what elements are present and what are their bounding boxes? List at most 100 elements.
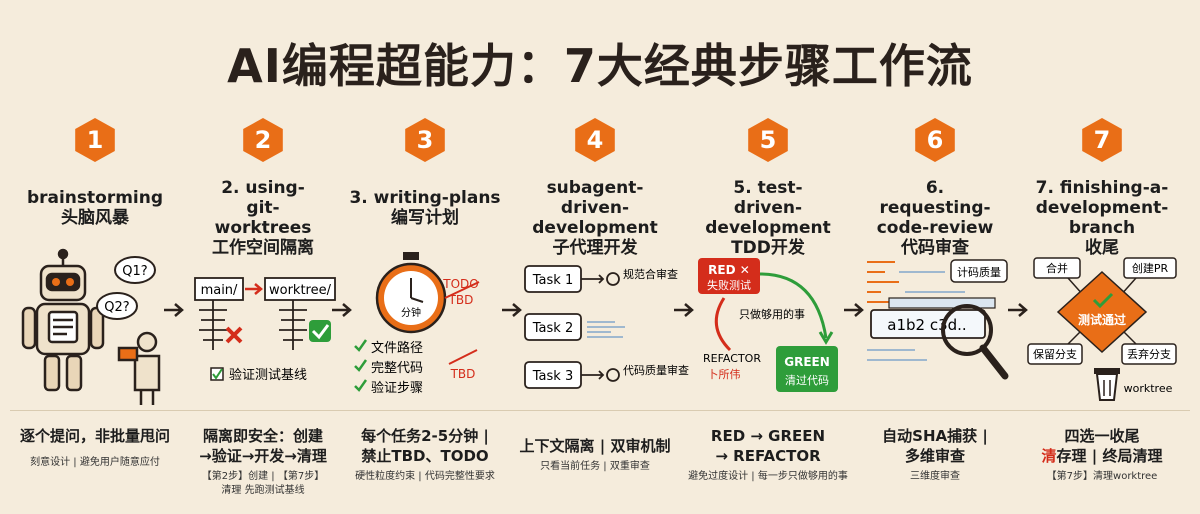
option-pr: 创建PR [1123,257,1177,279]
review-spec: 规范合审查 [606,267,678,286]
svg-text:main/: main/ [201,283,238,298]
svg-text:TBD: TBD [450,367,476,381]
stopwatch-icon: 分钟 [375,252,447,334]
svg-text:验证步骤: 验证步骤 [371,380,423,396]
svg-text:a1b2 c3d..: a1b2 c3d.. [887,316,966,334]
step-3-title-zh: 编写计划 [391,208,459,228]
step-4-summary: 上下文隔离 | 双审机制 只看当前任务 | 双重审查 [519,437,671,472]
sha-box: a1b2 c3d.. [870,309,986,339]
arrow-right-icon [1008,303,1028,317]
svg-text:保留分支: 保留分支 [1033,347,1077,361]
option-merge: 合并 [1033,257,1081,279]
tdd-middle-label: 只做够用的事 [739,307,805,321]
step-2-summary: 隔离即安全：创建→验证→开发→清理 【第2步】创建 | 【第7步】清理 先跑测试… [199,427,327,496]
svg-text:REFACTOR: REFACTOR [703,352,761,365]
step-1-illustration: Q1? Q2? [15,248,175,410]
step-1-summary: 逐个提问，非批量甩问 刻意设计 | 避免用户随意应付 [19,427,170,468]
step-7-badge: 7 [1080,118,1124,162]
cross-icon [225,326,243,344]
svg-text:worktree/: worktree/ [269,283,332,298]
task-box-2: Task 2 [524,313,582,341]
step-6-badge: 6 [913,118,957,162]
svg-text:Q1?: Q1? [122,264,147,279]
step-4-illustration: Task 1 Task 2 Task 3 规范合审查 代码质量审查 [515,250,689,410]
worktree-label: worktree [1124,382,1173,395]
speech-bubble-q2: Q2? [96,292,138,320]
svg-text:创建PR: 创建PR [1132,261,1169,275]
svg-text:Task 2: Task 2 [532,321,573,336]
worktree-box: worktree/ [264,277,336,301]
arrow-right-icon [332,303,352,317]
svg-text:Q2?: Q2? [104,300,129,315]
checklist: 文件路径 完整代码 验证步骤 [354,339,423,396]
tests-pass-diamond: 测试通过 [1056,270,1148,354]
step-3-badge: 3 [403,118,447,162]
todo-crossed: TODO TBD [442,277,480,307]
task-box-3: Task 3 [524,361,582,389]
svg-text:TBD: TBD [448,293,474,307]
option-keep: 保留分支 [1027,343,1083,365]
red-box: RED ✕ 失败测试 [698,258,760,294]
step-7-header: 7 7. finishing-a-development-branch 收尾 [1022,118,1182,258]
step-7-title-en: 7. finishing-a-development-branch [1035,178,1169,238]
task-box-1: Task 1 [524,265,582,293]
step-5-header: 5 5. test-driven-development TDD开发 [688,118,848,258]
svg-text:RED ✕: RED ✕ [708,263,750,277]
step-5-title-en: 5. test-driven-development [705,178,831,238]
svg-text:失败测试: 失败测试 [707,278,751,292]
step-3-title-en: 3. writing-plans [349,188,501,208]
step-7-summary: 四选一收尾 清存理 | 终局清理 【第7步】清理worktree [1041,427,1163,482]
arrow-right-icon [844,303,864,317]
refactor-label: REFACTOR 卜所伟 [703,352,761,381]
magnifier-icon [941,304,1009,380]
arrow-right-icon [502,303,522,317]
arrow-right-icon [674,303,694,317]
step-2-title-en: 2. using-git-worktrees [214,178,312,238]
review-quality: 代码质量审查 [606,363,689,382]
svg-text:Task 1: Task 1 [532,273,573,288]
step-2-title-zh: 工作空间隔离 [212,238,314,258]
divider [10,410,1190,411]
step-5-summary: RED → GREEN → REFACTOR 避免过度设计 | 每一步只做够用的… [688,427,848,482]
svg-text:分钟: 分钟 [401,306,421,319]
step-1-badge: 1 [73,118,117,162]
step-1-title-en: brainstorming [26,188,164,208]
step-6-summary: 自动SHA捕获 | 多维审查 三维度审查 [882,427,988,482]
step-4-header: 4 subagent-driven-development 子代理开发 [515,118,675,258]
step-2-badge: 2 [241,118,285,162]
svg-text:GREEN: GREEN [784,355,830,369]
step-6-title-en: 6. requesting-code-review [876,178,994,238]
svg-text:合并: 合并 [1046,261,1068,275]
robot-illustration: Q1? Q2? [21,248,161,405]
step-3-header: 3 3. writing-plans 编写计划 [345,118,505,228]
step-2-header: 2 2. using-git-worktrees 工作空间隔离 [183,118,343,258]
svg-text:完整代码: 完整代码 [371,361,423,376]
step-5-illustration: RED ✕ 失败测试 只做够用的事 REFACTOR 卜所伟 GREEN 清过代… [688,250,848,410]
step-3-illustration: 分钟 TODO TBD 文件路径 完整代码 验证步骤 TBD [345,250,505,410]
step-7-illustration: 合并 创建PR 测试通过 保留分支 丢弃分支 worktre [1022,250,1182,410]
svg-text:Task 3: Task 3 [532,369,573,384]
arrow-icon [581,274,605,380]
step-6-illustration: 计码质量 a1b2 c3d.. [855,250,1015,410]
check-icon [309,320,331,342]
step-6-header: 6 6. requesting-code-review 代码审查 [855,118,1015,258]
svg-text:验证测试基线: 验证测试基线 [229,367,307,383]
step-2-illustration: main/ worktree/ 验证测试基线 [183,250,343,410]
step-7-title-zh: 收尾 [1085,238,1119,258]
trash-icon [1094,368,1120,401]
main-branch-box: main/ [194,277,244,301]
green-box: GREEN 清过代码 [776,346,838,392]
svg-text:丢弃分支: 丢弃分支 [1127,347,1171,361]
step-4-badge: 4 [573,118,617,162]
code-lines [867,261,899,303]
step-4-title-zh: 子代理开发 [552,238,638,258]
tbd-crossed: TBD [448,349,478,381]
step-4-title-en: subagent-driven-development [532,178,658,238]
svg-text:清过代码: 清过代码 [785,374,829,387]
baseline-check: 验证测试基线 [210,367,307,383]
speech-bubble-q1: Q1? [114,256,156,284]
arrow-right-icon [164,303,184,317]
quality-tag: 计码质量 [950,259,1008,283]
step-1-title-zh: 头脑风暴 [61,208,129,228]
svg-text:规范合审查: 规范合审查 [623,267,678,281]
